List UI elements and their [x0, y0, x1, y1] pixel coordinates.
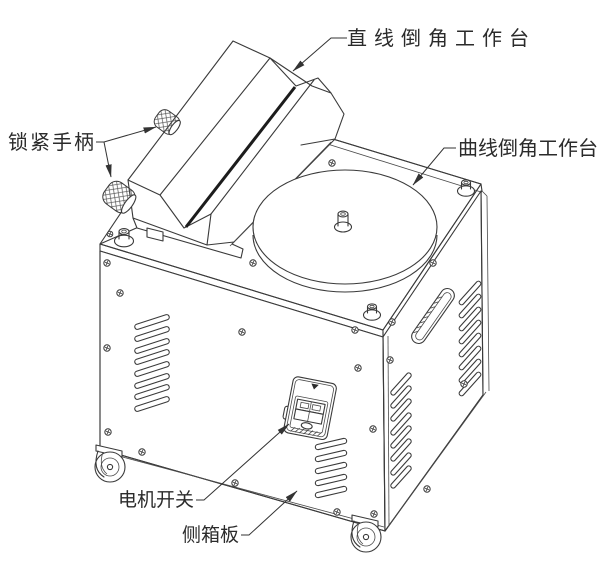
base-clamp-tab [146, 227, 164, 242]
handle-cutout [411, 287, 455, 345]
cabinet [94, 97, 490, 553]
callout-motor-switch: 电机开关 [118, 423, 290, 511]
label-motor-switch: 电机开关 [118, 489, 194, 511]
annotations: 直线倒角工作台 锁紧手柄 曲线倒角工作台 电机开关 侧箱板 [8, 27, 598, 546]
disc-hub-nut [333, 210, 353, 233]
vent-louvers-right-face [390, 280, 482, 489]
caster-left [94, 444, 126, 483]
caster-front [350, 514, 382, 553]
curve-chamfer-worktable [252, 169, 438, 293]
callout-locking-handle: 锁紧手柄 [8, 126, 157, 178]
locking-handle-lower [102, 180, 137, 214]
callout-side-panel: 侧箱板 [182, 490, 298, 546]
panel-screws [103, 259, 468, 518]
top-plate-bolts [113, 179, 476, 321]
callout-curve-worktable: 曲线倒角工作台 [412, 137, 598, 186]
locking-handle-upper [153, 109, 181, 136]
vent-louvers-below-switch [314, 437, 348, 499]
straight-chamfer-worktable [102, 40, 345, 259]
vent-louvers-left-panel [134, 314, 170, 412]
v-groove-slot [184, 86, 297, 228]
label-straight-worktable: 直线倒角工作台 [347, 27, 536, 50]
label-locking-handle: 锁紧手柄 [8, 131, 96, 154]
label-side-panel: 侧箱板 [182, 524, 239, 546]
label-curve-worktable: 曲线倒角工作台 [458, 137, 598, 160]
callout-straight-worktable: 直线倒角工作台 [292, 27, 536, 72]
motor-switch [282, 376, 337, 441]
top-plate-screws [106, 159, 336, 267]
switch-notch [311, 383, 319, 390]
